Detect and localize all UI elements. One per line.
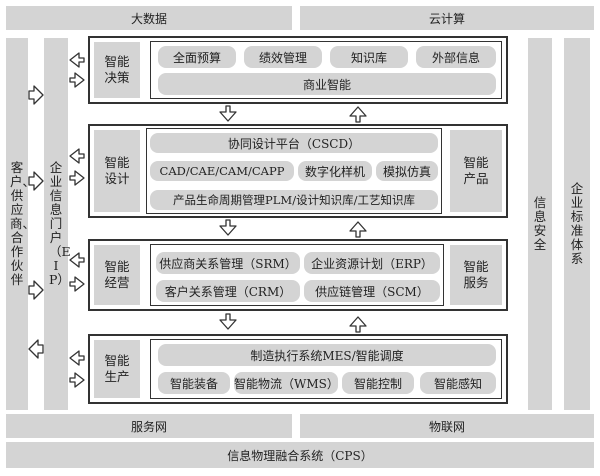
standards-label: 企业标准体系 (570, 181, 584, 266)
big-data-label: 大数据 (130, 11, 167, 26)
security-label: 信息安全 (533, 195, 547, 252)
arrow-left-icon (28, 339, 44, 359)
cps-label: 信息物理融合系统（CPS） (227, 448, 373, 463)
iot-label: 物联网 (428, 419, 465, 434)
decision-item: 全面预算 (158, 46, 236, 68)
production-item: 智能控制 (342, 372, 414, 394)
arrow-left-icon (69, 252, 85, 268)
arrow-down-icon (219, 313, 237, 330)
service-net-bar: 服务网 (6, 414, 292, 438)
smart-product-label: 智能产品 (463, 155, 489, 186)
arrow-up-icon (349, 316, 367, 333)
operation-item: 客户关系管理（CRM） (156, 280, 300, 302)
standards-column: 企业标准体系 (564, 38, 590, 410)
security-column: 信息安全 (528, 38, 552, 410)
design-item: 模拟仿真 (376, 161, 438, 181)
mes-bar: 制造执行系统MES/智能调度 (158, 344, 496, 366)
operation-item: 企业资源计划（ERP） (304, 252, 440, 274)
customers-label: 客户、供应商、合作伙伴 (10, 160, 36, 287)
arrow-right-icon (69, 72, 85, 88)
production-label-box: 智能生产 (94, 340, 140, 398)
production-label: 智能生产 (104, 353, 130, 384)
portal-column: 企业信息门户（EIP） (44, 38, 71, 410)
arrow-right-icon (69, 372, 85, 388)
decision-label: 智能决策 (104, 54, 130, 85)
arrow-left-icon (69, 52, 85, 68)
arrow-up-icon (349, 221, 367, 238)
arrow-right-icon (28, 85, 44, 105)
decision-item: 知识库 (330, 46, 408, 68)
design-item: CAD/CAE/CAM/CAPP (150, 161, 294, 181)
cps-bar: 信息物理融合系统（CPS） (6, 442, 594, 468)
plm-bar: 产品生命周期管理PLM/设计知识库/工艺知识库 (150, 190, 438, 210)
cloud-computing-bar: 云计算 (300, 6, 594, 30)
arrow-right-icon (28, 280, 44, 300)
arrow-left-icon (69, 350, 85, 366)
design-label: 智能设计 (104, 155, 130, 186)
service-net-label: 服务网 (130, 419, 167, 434)
operation-label-box: 智能经营 (94, 245, 140, 305)
arrow-down-icon (219, 105, 237, 122)
customers-column: 客户、供应商、合作伙伴 (6, 38, 36, 410)
smart-service-label: 智能服务 (463, 259, 489, 290)
portal-label: 企业信息门户（EIP） (49, 160, 71, 287)
design-label-box: 智能设计 (94, 130, 140, 212)
arrow-right-icon (69, 276, 85, 292)
production-item: 智能感知 (420, 372, 496, 394)
cscd-platform: 协同设计平台（CSCD） (150, 133, 438, 153)
arrow-up-icon (349, 106, 367, 123)
production-item: 智能物流（WMS） (234, 372, 339, 394)
business-intelligence: 商业智能 (158, 73, 496, 95)
decision-label-box: 智能决策 (94, 42, 140, 98)
big-data-bar: 大数据 (6, 6, 292, 30)
smart-product-box: 智能产品 (450, 130, 502, 212)
iot-bar: 物联网 (300, 414, 594, 438)
operation-item: 供应商关系管理（SRM） (156, 252, 300, 274)
smart-service-box: 智能服务 (450, 245, 502, 305)
design-item: 数字化样机 (298, 161, 372, 181)
decision-item: 绩效管理 (244, 46, 322, 68)
decision-item: 外部信息 (416, 46, 496, 68)
arrow-right-icon (69, 170, 85, 186)
production-item: 智能装备 (158, 372, 230, 394)
cloud-computing-label: 云计算 (428, 11, 465, 26)
operation-item: 供应链管理（SCM） (304, 280, 440, 302)
operation-label: 智能经营 (104, 259, 130, 290)
arrow-down-icon (219, 219, 237, 236)
arrow-left-icon (69, 148, 85, 164)
